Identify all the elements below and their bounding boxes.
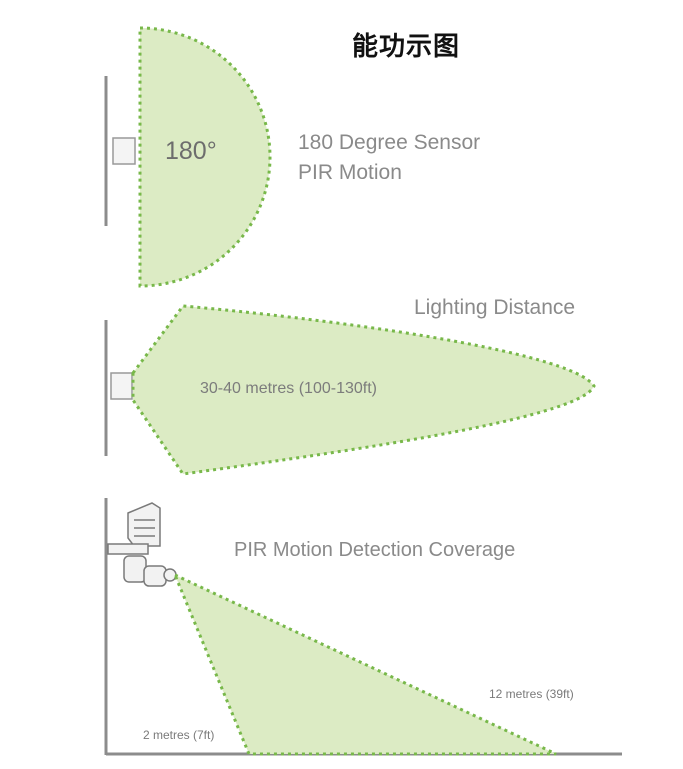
lamp-bracket [110, 372, 133, 400]
sensor-caption-line2: PIR Motion [298, 161, 402, 184]
detection-zone-triangle [172, 571, 557, 756]
angle-label: 180° [165, 137, 217, 165]
panel-detection-coverage [104, 498, 622, 756]
sensor-caption-line1: 180 Degree Sensor [298, 131, 481, 154]
lighting-heading: Lighting Distance [414, 296, 576, 319]
coverage-heading: PIR Motion Detection Coverage [234, 539, 516, 561]
panel-lighting-distance [104, 304, 596, 476]
coverage-near-label: 2 metres (7ft) [143, 728, 215, 742]
lighting-range-label: 30-40 metres (100-130ft) [200, 380, 377, 397]
detection-zone-semicircle [138, 26, 272, 288]
coverage-far-label: 12 metres (39ft) [489, 687, 574, 701]
floodlight-icon [107, 502, 177, 587]
sensor-bracket [112, 137, 136, 165]
diagram-title: 能功示图 [352, 32, 461, 62]
panel-sensor-angle [104, 26, 272, 288]
light-beam-zone [131, 304, 596, 476]
